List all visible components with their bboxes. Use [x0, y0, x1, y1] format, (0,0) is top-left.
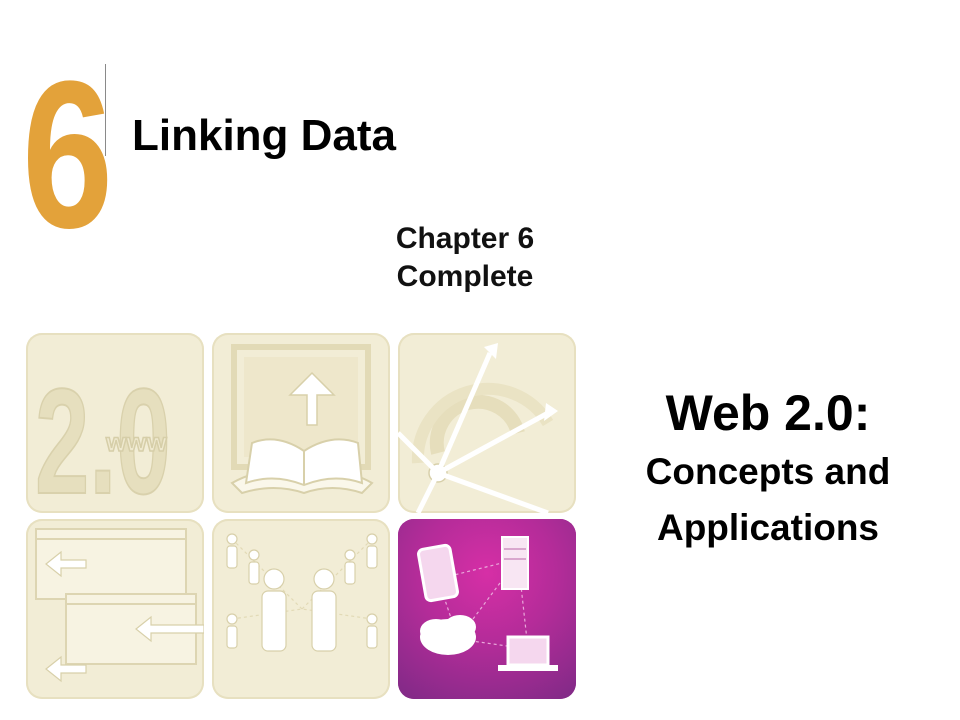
chapter-number: 6: [22, 37, 114, 272]
broadcast-arrows-icon: [398, 343, 558, 513]
connected-devices-icon: [417, 536, 558, 671]
subtitle: Chapter 6 Complete: [360, 220, 570, 296]
book-subtitle-line-1: Concepts and: [645, 451, 891, 492]
tile-broadcast: [398, 333, 576, 513]
book-title-main: Web 2.0:: [665, 385, 871, 441]
subtitle-line-1: Chapter 6: [395, 222, 535, 255]
tile-people: [212, 519, 390, 699]
people-network-icon: [226, 533, 378, 652]
tile-2-0-text: 2.0: [35, 357, 171, 513]
browser-windows-icon: [35, 528, 204, 683]
tile-devices: [398, 519, 576, 699]
book-subtitle-line-2: Applications: [656, 507, 880, 548]
chapter-title: Linking Data: [132, 111, 397, 160]
book-title: Web 2.0: Concepts and Applications: [608, 382, 928, 556]
subtitle-line-2: Complete: [396, 260, 534, 293]
tile-browser-windows: [26, 519, 204, 699]
cover-tile-grid: 2.0 www: [22, 330, 580, 700]
tile-web20: 2.0 www: [26, 333, 204, 513]
book-upload-icon: [230, 344, 374, 495]
divider-line: [105, 64, 106, 156]
tile-book: [212, 333, 390, 513]
web20-logo-icon: 2.0 www: [34, 356, 171, 513]
tile-www-text: www: [105, 427, 167, 457]
